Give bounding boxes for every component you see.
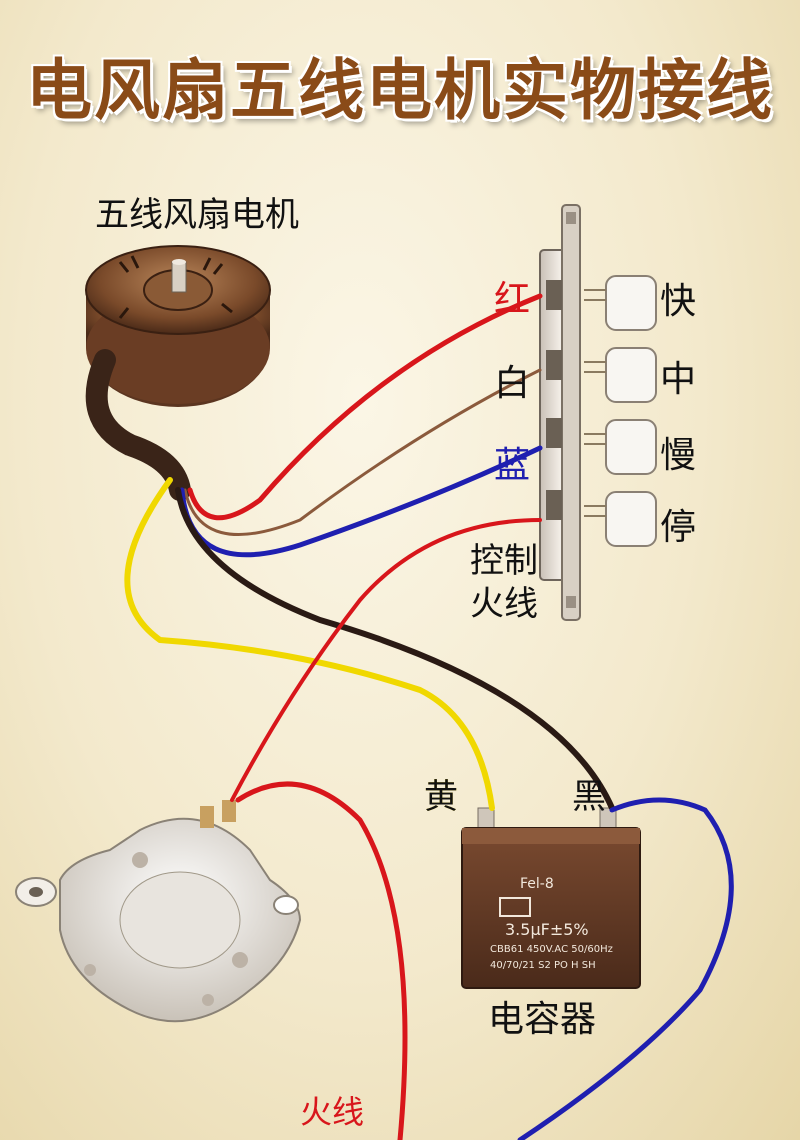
wire-label-yellow: 黄 (424, 777, 458, 817)
wire-yellow (124, 477, 495, 811)
wire-blue (179, 445, 543, 558)
capacitor-line1: CBB61 450V.AC 50/60Hz (490, 944, 613, 955)
wire-blue-return (517, 797, 734, 1140)
speed-label-slow: 慢 (660, 435, 697, 476)
capacitor-brand: Fel-8 (520, 876, 554, 892)
motor-label: 五线风扇电机 (95, 195, 299, 235)
wire-red (187, 293, 543, 521)
wire-label-blue: 蓝 (494, 445, 531, 486)
capacitor-line2: 40/70/21 S2 PO H SH (490, 960, 596, 971)
speed-label-stop: 停 (660, 507, 697, 548)
capacitor: Fel-8 3.5μF±5% CBB61 450V.AC 50/60Hz 40/… (461, 807, 641, 989)
capacitor-spec: 3.5μF±5% (505, 920, 589, 939)
wires (85, 293, 734, 1140)
fan-motor (85, 245, 271, 407)
speed-label-fast: 快 (660, 281, 697, 322)
wire-label-white: 白 (494, 363, 531, 404)
wire-label-control-live: 控制 火线 (470, 541, 538, 624)
wire-label-red: 红 (494, 279, 531, 320)
wire-live-out (235, 781, 408, 1140)
page-title: 电风扇五线电机实物接线 (26, 52, 774, 129)
timer (15, 800, 302, 1023)
wire-white (183, 368, 542, 536)
wire-control-live (230, 518, 542, 802)
capacitor-label: 电容器 (488, 999, 597, 1040)
speed-label-medium: 中 (660, 359, 697, 400)
capacitor-logo (499, 897, 531, 917)
wire-label-black: 黑 (572, 777, 606, 817)
wire-bundle (85, 349, 191, 501)
speed-switch (539, 204, 657, 621)
wire-label-live-bottom: 火线 (300, 1093, 365, 1131)
wire-black (175, 487, 615, 811)
